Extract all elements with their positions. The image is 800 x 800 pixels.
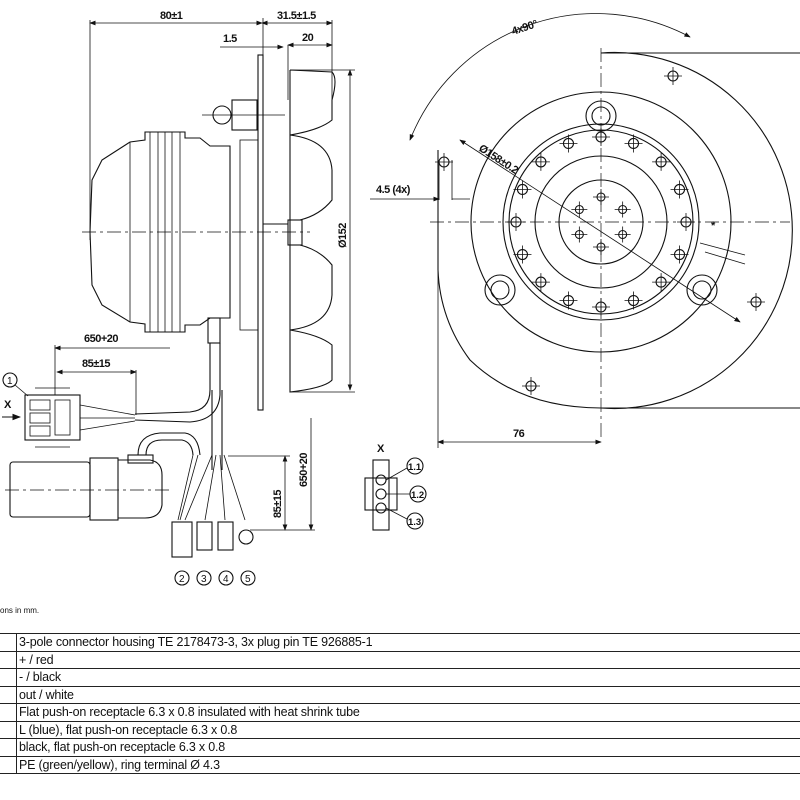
flange-hole-cross — [513, 245, 532, 264]
dim-strip-length-2-label: 85±15 — [272, 490, 284, 518]
hub-hole-cross — [571, 226, 588, 243]
flange-hole-cross — [531, 273, 550, 292]
connector-marker: X — [4, 399, 12, 411]
legend-row: out / white — [0, 685, 800, 704]
legend-row: - / black — [0, 668, 800, 687]
flange-hole-cross — [652, 152, 671, 171]
callout-5: 5 — [245, 574, 251, 585]
terminal-callouts: 2 3 4 5 — [174, 570, 256, 586]
legend-description: black, flat push-on receptacle 6.3 x 0.8 — [16, 738, 800, 757]
capacitor — [5, 432, 201, 521]
legend-number-cell — [0, 685, 17, 704]
dim-plate-label: 1.5 — [223, 33, 237, 45]
flange-hole-cross — [624, 134, 643, 153]
legend-description: - / black — [16, 668, 800, 687]
legend-number-cell — [0, 720, 17, 739]
connector-detail: X 1.1 1.2 1.3 — [364, 443, 427, 531]
flange-hole-cross — [670, 245, 689, 264]
dim-length-label: 80±1 — [160, 10, 183, 22]
legend-description: + / red — [16, 650, 800, 669]
dimension-drawing: 80±1 31.5±1.5 1.5 20 Ø152 — [2, 10, 800, 586]
hub-hole-cross — [593, 189, 609, 205]
legend-number-cell — [0, 703, 17, 722]
dim-strip-length-label: 85±15 — [82, 358, 110, 370]
legend-number-cell — [0, 738, 17, 757]
dim-blade-label: 20 — [302, 32, 314, 44]
legend-row: PE (green/yellow), ring terminal Ø 4.3 — [0, 755, 800, 774]
dim-angle-label: 4x90° — [510, 18, 539, 38]
dim-diameter-label: Ø152 — [337, 223, 349, 248]
pin-1-1: 1.1 — [408, 462, 422, 473]
dim-bolt-circle-label: Ø158±0.2 — [476, 142, 520, 176]
dim-fan-depth-label: 31.5±1.5 — [277, 10, 316, 22]
legend-description: PE (green/yellow), ring terminal Ø 4.3 — [16, 755, 800, 774]
callout-4: 4 — [223, 574, 229, 585]
scroll-housing-outline — [437, 51, 793, 410]
flange-hole-cross — [513, 180, 532, 199]
front-view: * Ø158±0.2 4x90° 4.5 (4x) 76 — [370, 13, 800, 448]
legend-number-cell — [0, 650, 17, 669]
flange-hole-cross — [559, 291, 578, 310]
legend-description: out / white — [16, 685, 800, 704]
dim-hole-label: 4.5 (4x) — [376, 184, 411, 196]
hub-hole-cross — [614, 226, 631, 243]
pin-1-2: 1.2 — [411, 490, 424, 501]
mounting-hole-cross — [664, 67, 682, 85]
legend-number-cell — [0, 633, 17, 652]
legend-row: black, flat push-on receptacle 6.3 x 0.8 — [0, 738, 800, 757]
mounting-hole-cross — [522, 377, 540, 395]
flange-hole-cross — [624, 291, 643, 310]
legend-row: + / red — [0, 650, 800, 669]
mounting-hole-cross — [435, 153, 453, 171]
legend-row: Flat push-on receptacle 6.3 x 0.8 insula… — [0, 703, 800, 722]
dim-offset-label: 76 — [513, 428, 525, 440]
legend-row: L (blue), flat push-on receptacle 6.3 x … — [0, 720, 800, 739]
flange-hole-cross — [559, 134, 578, 153]
legend-table: 3-pole connector housing TE 2178473-3, 3… — [0, 633, 800, 774]
units-caption: ons in mm. — [0, 606, 40, 615]
dim-cable-length-2-label: 650+20 — [298, 453, 310, 487]
hub-hole-cross — [614, 201, 631, 218]
pin-1-3: 1.3 — [408, 517, 421, 528]
callout-1 — [2, 372, 18, 388]
hub-hole-cross — [593, 239, 609, 255]
legend-number-cell — [0, 755, 17, 774]
legend-description: 3-pole connector housing TE 2178473-3, 3… — [16, 633, 800, 652]
legend-description: L (blue), flat push-on receptacle 6.3 x … — [16, 720, 800, 739]
legend-number-cell — [0, 668, 17, 687]
hub-hole-cross — [571, 201, 588, 218]
flange-hole-cross — [652, 273, 671, 292]
dim-cable-length-label: 650+20 — [84, 333, 118, 345]
legend-row: 3-pole connector housing TE 2178473-3, 3… — [0, 633, 800, 652]
side-view: 80±1 31.5±1.5 1.5 20 Ø152 — [2, 10, 355, 586]
connector-housing — [24, 387, 136, 448]
legend-description: Flat push-on receptacle 6.3 x 0.8 insula… — [16, 703, 800, 722]
callout-3: 3 — [201, 574, 207, 585]
callout-2: 2 — [179, 574, 185, 585]
callout-1-label: 1 — [7, 376, 13, 387]
connector-detail-title: X — [377, 443, 385, 455]
flange-hole-cross — [531, 152, 550, 171]
terminals — [171, 521, 254, 558]
mounting-hole-cross — [747, 293, 765, 311]
flange-hole-cross — [670, 180, 689, 199]
